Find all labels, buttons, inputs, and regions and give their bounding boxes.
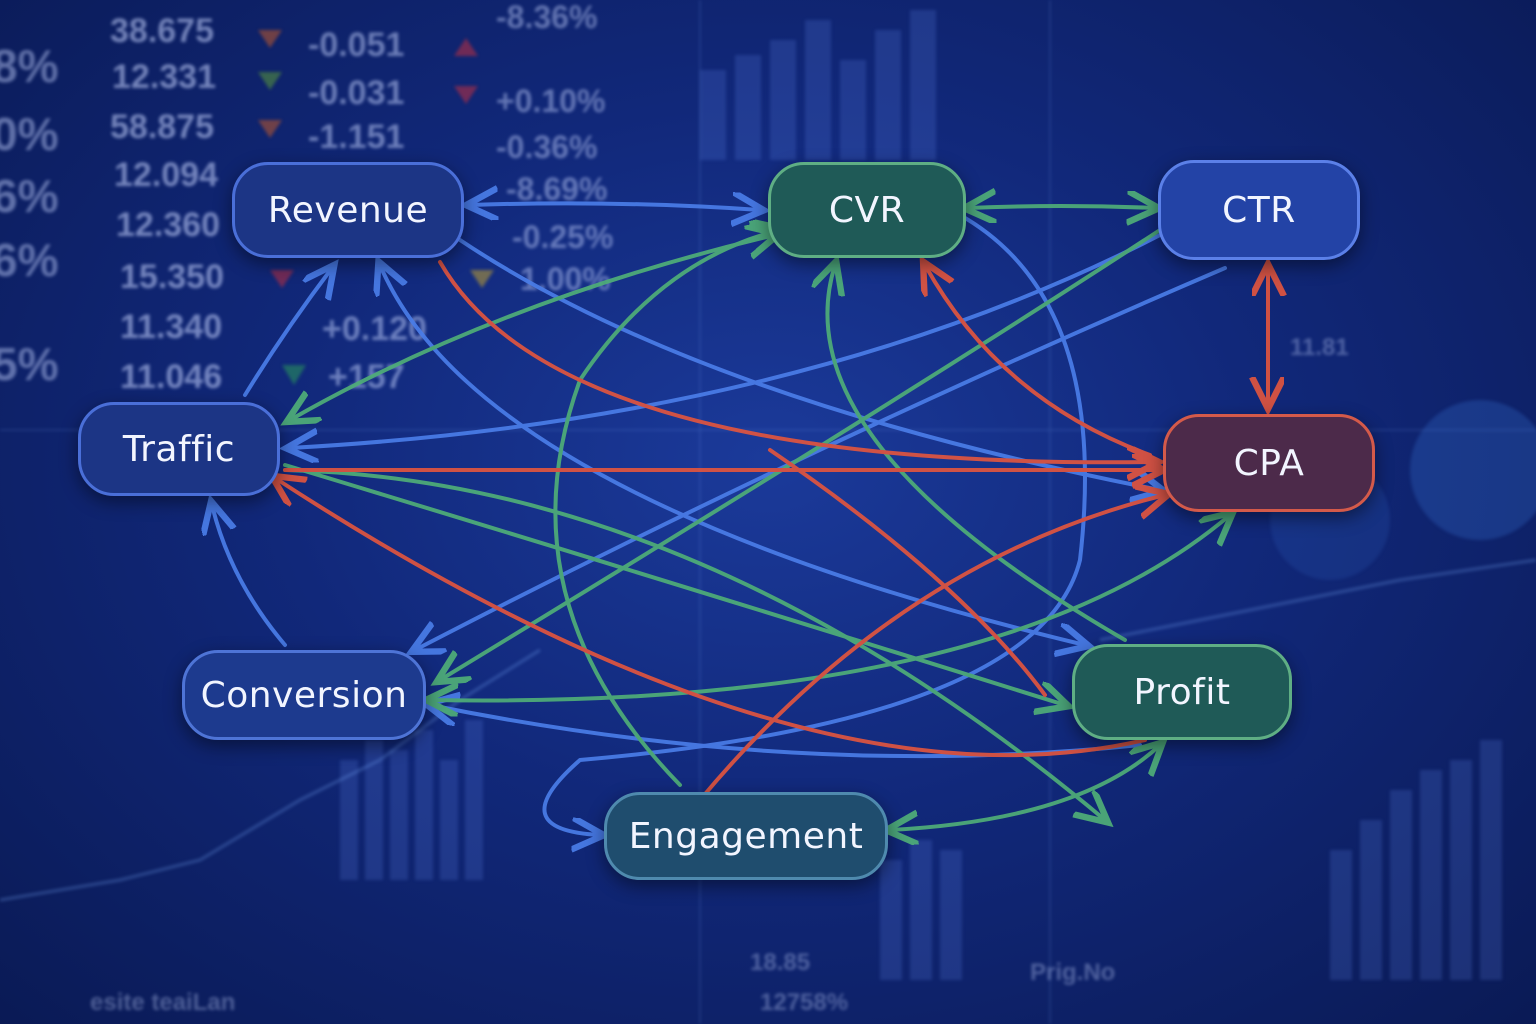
node-cpa[interactable]: CPA [1163,414,1375,512]
edge-traffic-revenue [243,268,332,397]
node-engagement[interactable]: Engagement [604,792,888,880]
edge-profit-traffic [275,478,1147,758]
edge-cpa-cvr [925,265,1152,457]
ticker-text: 12.331 [112,58,216,96]
ticker-text: -1.151 [308,118,404,156]
edge-cvr-traffic [290,235,775,420]
ticker-text: 6% [0,170,58,222]
edge-engagement-cvr [553,230,780,787]
ticker-text: -0.051 [308,26,404,64]
node-conversion[interactable]: Conversion [182,650,426,740]
edge-cvr-profit [768,448,1047,697]
edge-profit-cvr [827,265,1127,642]
ticker-text: 11.340 [120,308,222,346]
ticker-text: -0.031 [308,74,404,112]
ticker-column-values: 38.675 12.331 58.875 12.094 12.360 15.350 11.3… [110,12,224,396]
edge-engagement-profit [890,745,1160,830]
edge-revenue-cpa-red [438,260,1155,462]
ticker-text: 8% [0,40,58,92]
edge-revenue-profit [380,265,1085,645]
ticker-text: Prig.No [1030,959,1115,986]
ticker-text: +0.10% [496,83,605,119]
node-revenue[interactable]: Revenue [232,162,464,258]
bottom-dashboard-labels: 11.81 18.85 12758% Prig.No esite teaiLan [90,334,1349,1016]
ticker-text: 5% [0,338,58,390]
edge-ctr-traffic [290,233,1162,448]
ticker-text: 11.046 [120,358,222,396]
edge-revenue-cvr [470,203,760,210]
ticker-text: 12.094 [114,156,218,194]
edge-cvr-ctr [968,206,1155,208]
ticker-text: 12758% [760,989,848,1016]
ticker-edge-percent: 8% 0% 6% 6% 5% [0,40,58,390]
ticker-text: 12.360 [116,206,220,244]
edge-conversion-ctr [415,266,1227,650]
ticker-text: 6% [0,234,58,286]
node-traffic[interactable]: Traffic [78,402,280,496]
node-profit[interactable]: Profit [1072,644,1292,740]
node-ctr[interactable]: CTR [1158,160,1360,260]
ticker-text: -0.36% [496,129,597,165]
ticker-text: 0% [0,108,58,160]
edge-cpa-conversion [430,515,1230,700]
ticker-text: esite teaiLan [90,989,235,1016]
ticker-text: 15.350 [120,258,224,296]
edge-engagement-cpa [698,495,1165,802]
edge-conversion-traffic [212,505,287,647]
ticker-text: 18.85 [750,949,810,976]
node-cvr[interactable]: CVR [768,162,966,258]
ticker-text: 58.875 [110,108,214,146]
ticker-text: -8.36% [496,0,597,35]
ticker-text: 11.81 [1290,334,1349,361]
ticker-text: 38.675 [110,12,214,50]
